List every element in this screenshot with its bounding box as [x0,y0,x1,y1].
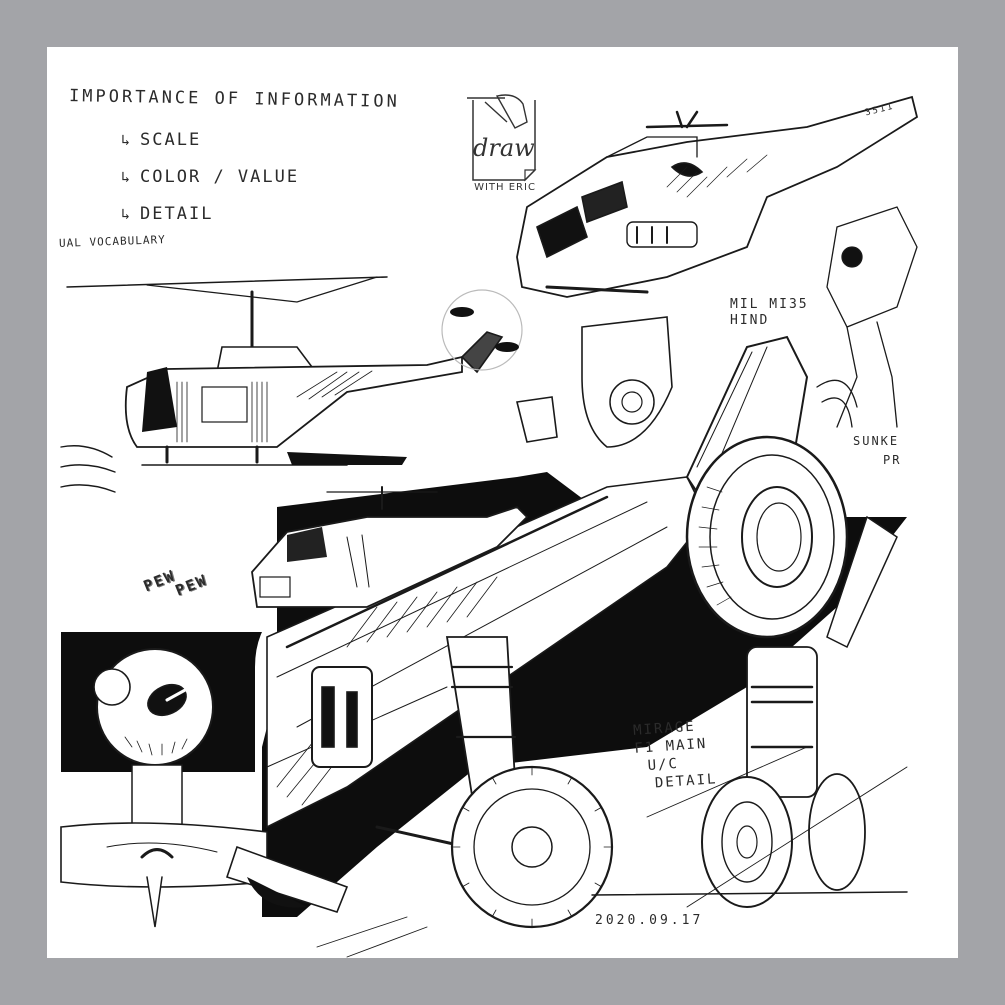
landing-gear-center [375,636,614,929]
note-item-label: Color / Value [140,167,300,187]
note-item-label: Scale [140,130,202,150]
label-line: MIL Mi35 [730,297,809,312]
sketch-artwork [60,95,919,958]
note-arrow-icon: ↳ [121,205,133,223]
sunken-probe-detail [816,206,918,428]
logo-word: draw [473,134,535,162]
ring-sketch [60,445,116,493]
turret-detail [60,648,349,928]
label-line: SUNKE [853,434,900,448]
draw-with-eric-logo: draw WITH ERIC [465,92,545,212]
label-sunken-probe: SUNKE PR [853,432,901,470]
note-arrow-icon: ↳ [121,131,133,149]
mi35-helicopter [516,95,919,298]
label-mi35-hind: MIL Mi35 HIND [730,297,809,329]
landing-gear-right [701,515,898,908]
label-line: PR [883,453,902,467]
shield-detail [581,316,673,448]
note-item-color-value: ↳ Color / Value [121,167,299,187]
huey-helicopter [66,276,523,466]
sketch-paper: Importance of information ↳Scale ↳Color … [47,47,958,958]
small-helicopter [251,486,529,608]
label-date: 2020.09.17 [595,913,704,928]
hand-pen-icon [467,94,537,182]
note-item-detail: ↳ Detail [121,204,213,224]
note-item-label: Detail [140,204,214,224]
note-item-scale: ↳ Scale [121,130,201,150]
note-arrow-icon: ↳ [121,168,133,186]
label-mirage-detail: MIRAGE F1 MAIN U/C DETAIL [633,716,718,793]
label-line: HIND [730,313,770,328]
logo-tagline: WITH ERIC [474,182,536,193]
